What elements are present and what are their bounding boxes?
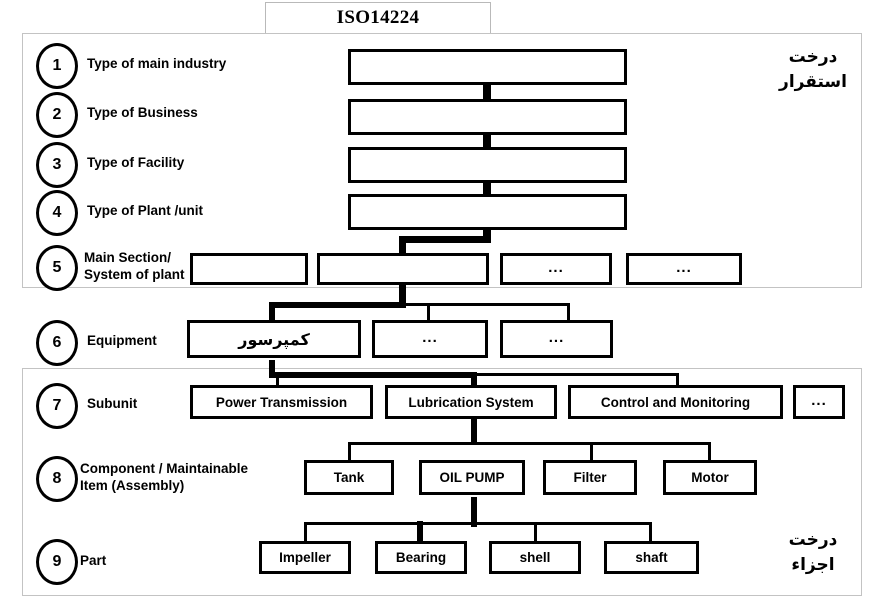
connector-l8-stub-4 bbox=[708, 442, 711, 461]
node-level4-1[interactable] bbox=[348, 194, 627, 230]
level-number-6-text: 6 bbox=[52, 334, 62, 351]
level-number-4: 4 bbox=[36, 190, 78, 236]
level-number-8-text: 8 bbox=[52, 470, 62, 487]
connector-l6-stub-3 bbox=[567, 303, 570, 322]
connector-l6-drop bbox=[269, 360, 275, 378]
connector-l6-stub-1 bbox=[269, 302, 275, 322]
connector-l8-stub-1 bbox=[348, 442, 351, 461]
connector-l7-bus-left bbox=[269, 372, 475, 378]
connector-l9-stub-1 bbox=[304, 522, 307, 542]
level-number-5-text: 5 bbox=[52, 259, 62, 276]
side-note-component-tree: درخت اجزاء bbox=[788, 530, 838, 575]
node-level9-1[interactable]: Impeller bbox=[259, 541, 351, 574]
level-number-1-text: 1 bbox=[52, 57, 62, 74]
connector-l7-stub-2 bbox=[471, 372, 477, 391]
component-tree-panel bbox=[22, 368, 862, 596]
node-level5-4[interactable]: ... bbox=[626, 253, 742, 285]
connector-l4-into-l5 bbox=[399, 236, 406, 256]
node-level8-1[interactable]: Tank bbox=[304, 460, 394, 495]
connector-l9-stub-4 bbox=[649, 522, 652, 542]
connector-l1-l2 bbox=[483, 83, 491, 101]
node-level7-2[interactable]: Lubrication System bbox=[385, 385, 557, 419]
level-label-3: Type of Facility bbox=[87, 155, 185, 170]
level-label-5: Main Section/ System of plant bbox=[84, 250, 185, 282]
connector-l6-stub-2 bbox=[427, 303, 430, 322]
node-level7-1[interactable]: Power Transmission bbox=[190, 385, 373, 419]
connector-l8-drop bbox=[471, 497, 477, 527]
node-level8-4[interactable]: Motor bbox=[663, 460, 757, 495]
level-number-9-text: 9 bbox=[52, 553, 62, 570]
node-level1-1[interactable] bbox=[348, 49, 627, 85]
node-level3-1[interactable] bbox=[348, 147, 627, 183]
node-level8-3[interactable]: Filter bbox=[543, 460, 637, 495]
level-label-7: Subunit bbox=[87, 396, 138, 411]
connector-l6-bus-left bbox=[269, 302, 406, 308]
connector-l7-drop bbox=[471, 415, 477, 445]
node-level6-2[interactable]: ... bbox=[372, 320, 488, 358]
level-label-2: Type of Business bbox=[87, 105, 198, 120]
connector-l7-bus-right bbox=[473, 373, 679, 376]
level-number-1: 1 bbox=[36, 43, 78, 89]
level-number-5: 5 bbox=[36, 245, 78, 291]
node-level9-3[interactable]: shell bbox=[489, 541, 581, 574]
node-level6-3[interactable]: ... bbox=[500, 320, 613, 358]
node-level5-2[interactable] bbox=[317, 253, 489, 285]
level-number-8: 8 bbox=[36, 456, 78, 502]
connector-l6-bus-right bbox=[402, 303, 570, 306]
level-number-3: 3 bbox=[36, 142, 78, 188]
level-label-1: Type of main industry bbox=[87, 56, 227, 71]
node-level6-1[interactable]: کمپرسور bbox=[187, 320, 361, 358]
node-level7-3[interactable]: Control and Monitoring bbox=[568, 385, 783, 419]
node-level2-1[interactable] bbox=[348, 99, 627, 135]
level-label-8: Component / Maintainable Item (Assembly) bbox=[80, 461, 249, 493]
node-level9-2[interactable]: Bearing bbox=[375, 541, 467, 574]
standard-title-box: ISO14224 bbox=[265, 2, 491, 34]
node-level7-4[interactable]: ... bbox=[793, 385, 845, 419]
connector-l9-bus bbox=[304, 522, 652, 525]
connector-l8-stub-3 bbox=[590, 442, 593, 461]
connector-l2-l3 bbox=[483, 133, 491, 151]
connector-l4-drop bbox=[483, 228, 491, 242]
node-level8-2[interactable]: OIL PUMP bbox=[419, 460, 525, 495]
level-number-6: 6 bbox=[36, 320, 78, 366]
level-number-9: 9 bbox=[36, 539, 78, 585]
connector-l7-stub-3 bbox=[676, 373, 679, 391]
level-label-4: Type of Plant /unit bbox=[87, 203, 203, 218]
connector-l9-stub-3 bbox=[534, 522, 537, 542]
connector-l7-stub-1 bbox=[276, 375, 279, 391]
level-number-4-text: 4 bbox=[52, 204, 62, 221]
connector-l4-jog bbox=[399, 236, 491, 243]
level-label-9: Part bbox=[80, 553, 107, 568]
node-level5-1[interactable] bbox=[190, 253, 308, 285]
establishment-tree-panel bbox=[22, 33, 862, 288]
node-level9-4[interactable]: shaft bbox=[604, 541, 699, 574]
connector-l3-l4 bbox=[483, 181, 491, 197]
level-number-7: 7 bbox=[36, 383, 78, 429]
connector-l8-bus bbox=[348, 442, 711, 445]
connector-l9-stub-2 bbox=[417, 521, 423, 542]
node-level5-3[interactable]: ... bbox=[500, 253, 612, 285]
level-number-3-text: 3 bbox=[52, 156, 62, 173]
connector-l5-drop bbox=[399, 284, 406, 306]
level-number-2-text: 2 bbox=[52, 106, 62, 123]
level-number-7-text: 7 bbox=[52, 397, 62, 414]
side-note-establishment-tree: درخت استقرار bbox=[779, 47, 847, 92]
level-number-2: 2 bbox=[36, 92, 78, 138]
standard-title-text: ISO14224 bbox=[336, 7, 420, 28]
level-label-6: Equipment bbox=[87, 333, 157, 348]
